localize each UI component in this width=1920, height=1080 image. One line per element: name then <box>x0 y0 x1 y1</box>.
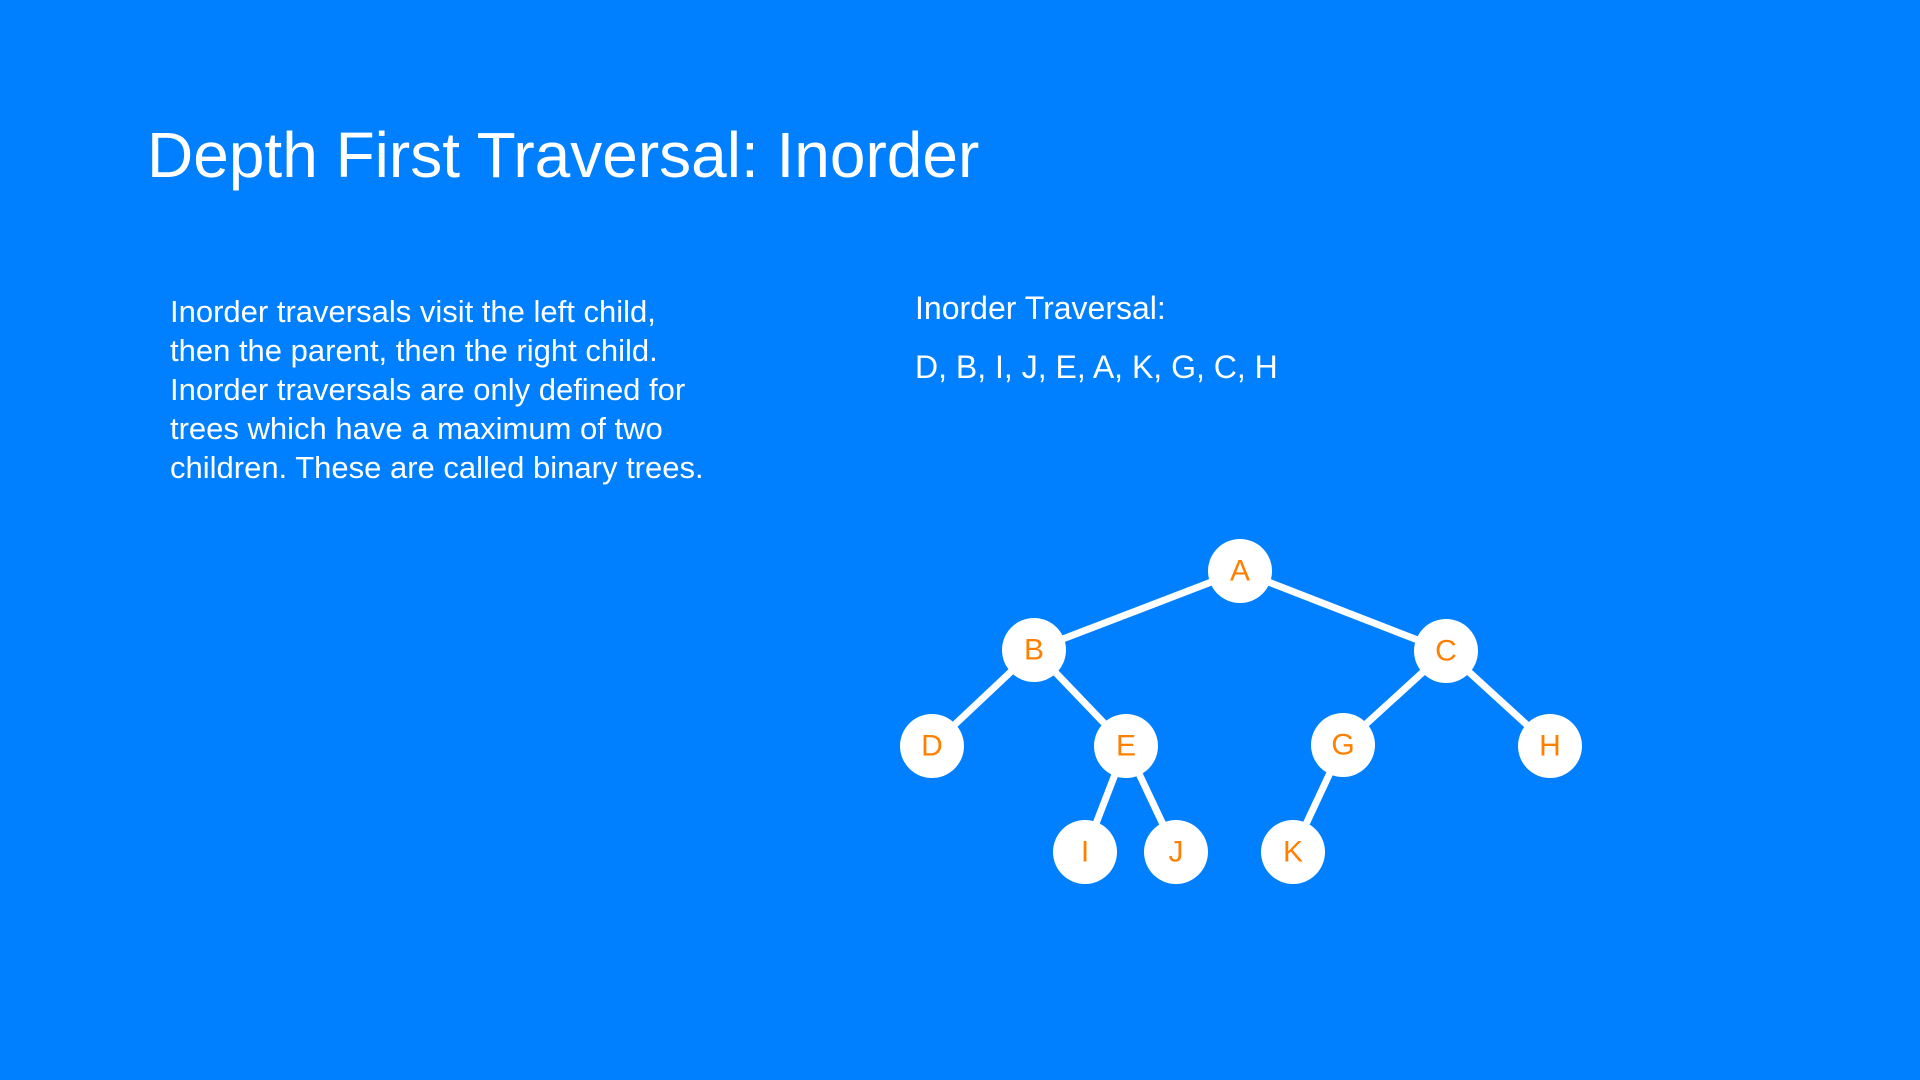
tree-node-circle <box>1053 820 1117 884</box>
tree-node-c: C <box>1414 619 1478 683</box>
tree-node-b: B <box>1002 618 1066 682</box>
description-line: children. These are called binary trees. <box>170 450 704 485</box>
tree-node-circle <box>1414 619 1478 683</box>
tree-edges <box>929 567 1553 854</box>
tree-node-label: A <box>1230 555 1250 588</box>
traversal-sequence: D, B, I, J, E, A, K, G, C, H <box>915 349 1278 385</box>
tree-node-circle <box>900 714 964 778</box>
description-line: Inorder traversals visit the left child, <box>170 294 656 329</box>
tree-node-circle <box>1518 714 1582 778</box>
tree-node-label: K <box>1283 836 1303 869</box>
tree-node-d: D <box>900 714 964 778</box>
tree-node-e: E <box>1094 714 1158 778</box>
tree-node-k: K <box>1261 820 1325 884</box>
traversal-heading: Inorder Traversal: <box>915 290 1166 326</box>
tree-node-i: I <box>1053 820 1117 884</box>
tree-edge-a-c <box>1238 567 1448 655</box>
tree-node-j: J <box>1144 820 1208 884</box>
tree-node-label: J <box>1169 836 1184 869</box>
description-line: Inorder traversals are only defined for <box>170 372 686 407</box>
slide-title: Depth First Traversal: Inorder <box>147 119 980 191</box>
description-text: Inorder traversals visit the left child,… <box>170 292 790 487</box>
tree-node-circle <box>1094 714 1158 778</box>
tree-node-label: H <box>1539 730 1561 763</box>
tree-node-label: E <box>1116 730 1136 763</box>
tree-node-h: H <box>1518 714 1582 778</box>
tree-node-a: A <box>1208 539 1272 603</box>
tree-node-circle <box>1311 713 1375 777</box>
tree-node-label: I <box>1081 836 1089 869</box>
tree-node-label: G <box>1331 729 1354 762</box>
tree-edge-a-b <box>1032 567 1242 654</box>
tree-node-circle <box>1002 618 1066 682</box>
tree-node-label: B <box>1024 634 1044 667</box>
description-line: trees which have a maximum of two <box>170 411 663 446</box>
tree-node-g: G <box>1311 713 1375 777</box>
tree-node-label: C <box>1435 635 1457 668</box>
tree-node-circle <box>1144 820 1208 884</box>
tree-nodes: A B C D E G H I J K <box>900 539 1582 884</box>
tree-node-circle <box>1261 820 1325 884</box>
description-line: then the parent, then the right child. <box>170 333 658 368</box>
tree-node-label: D <box>921 730 943 763</box>
tree-node-circle <box>1208 539 1272 603</box>
